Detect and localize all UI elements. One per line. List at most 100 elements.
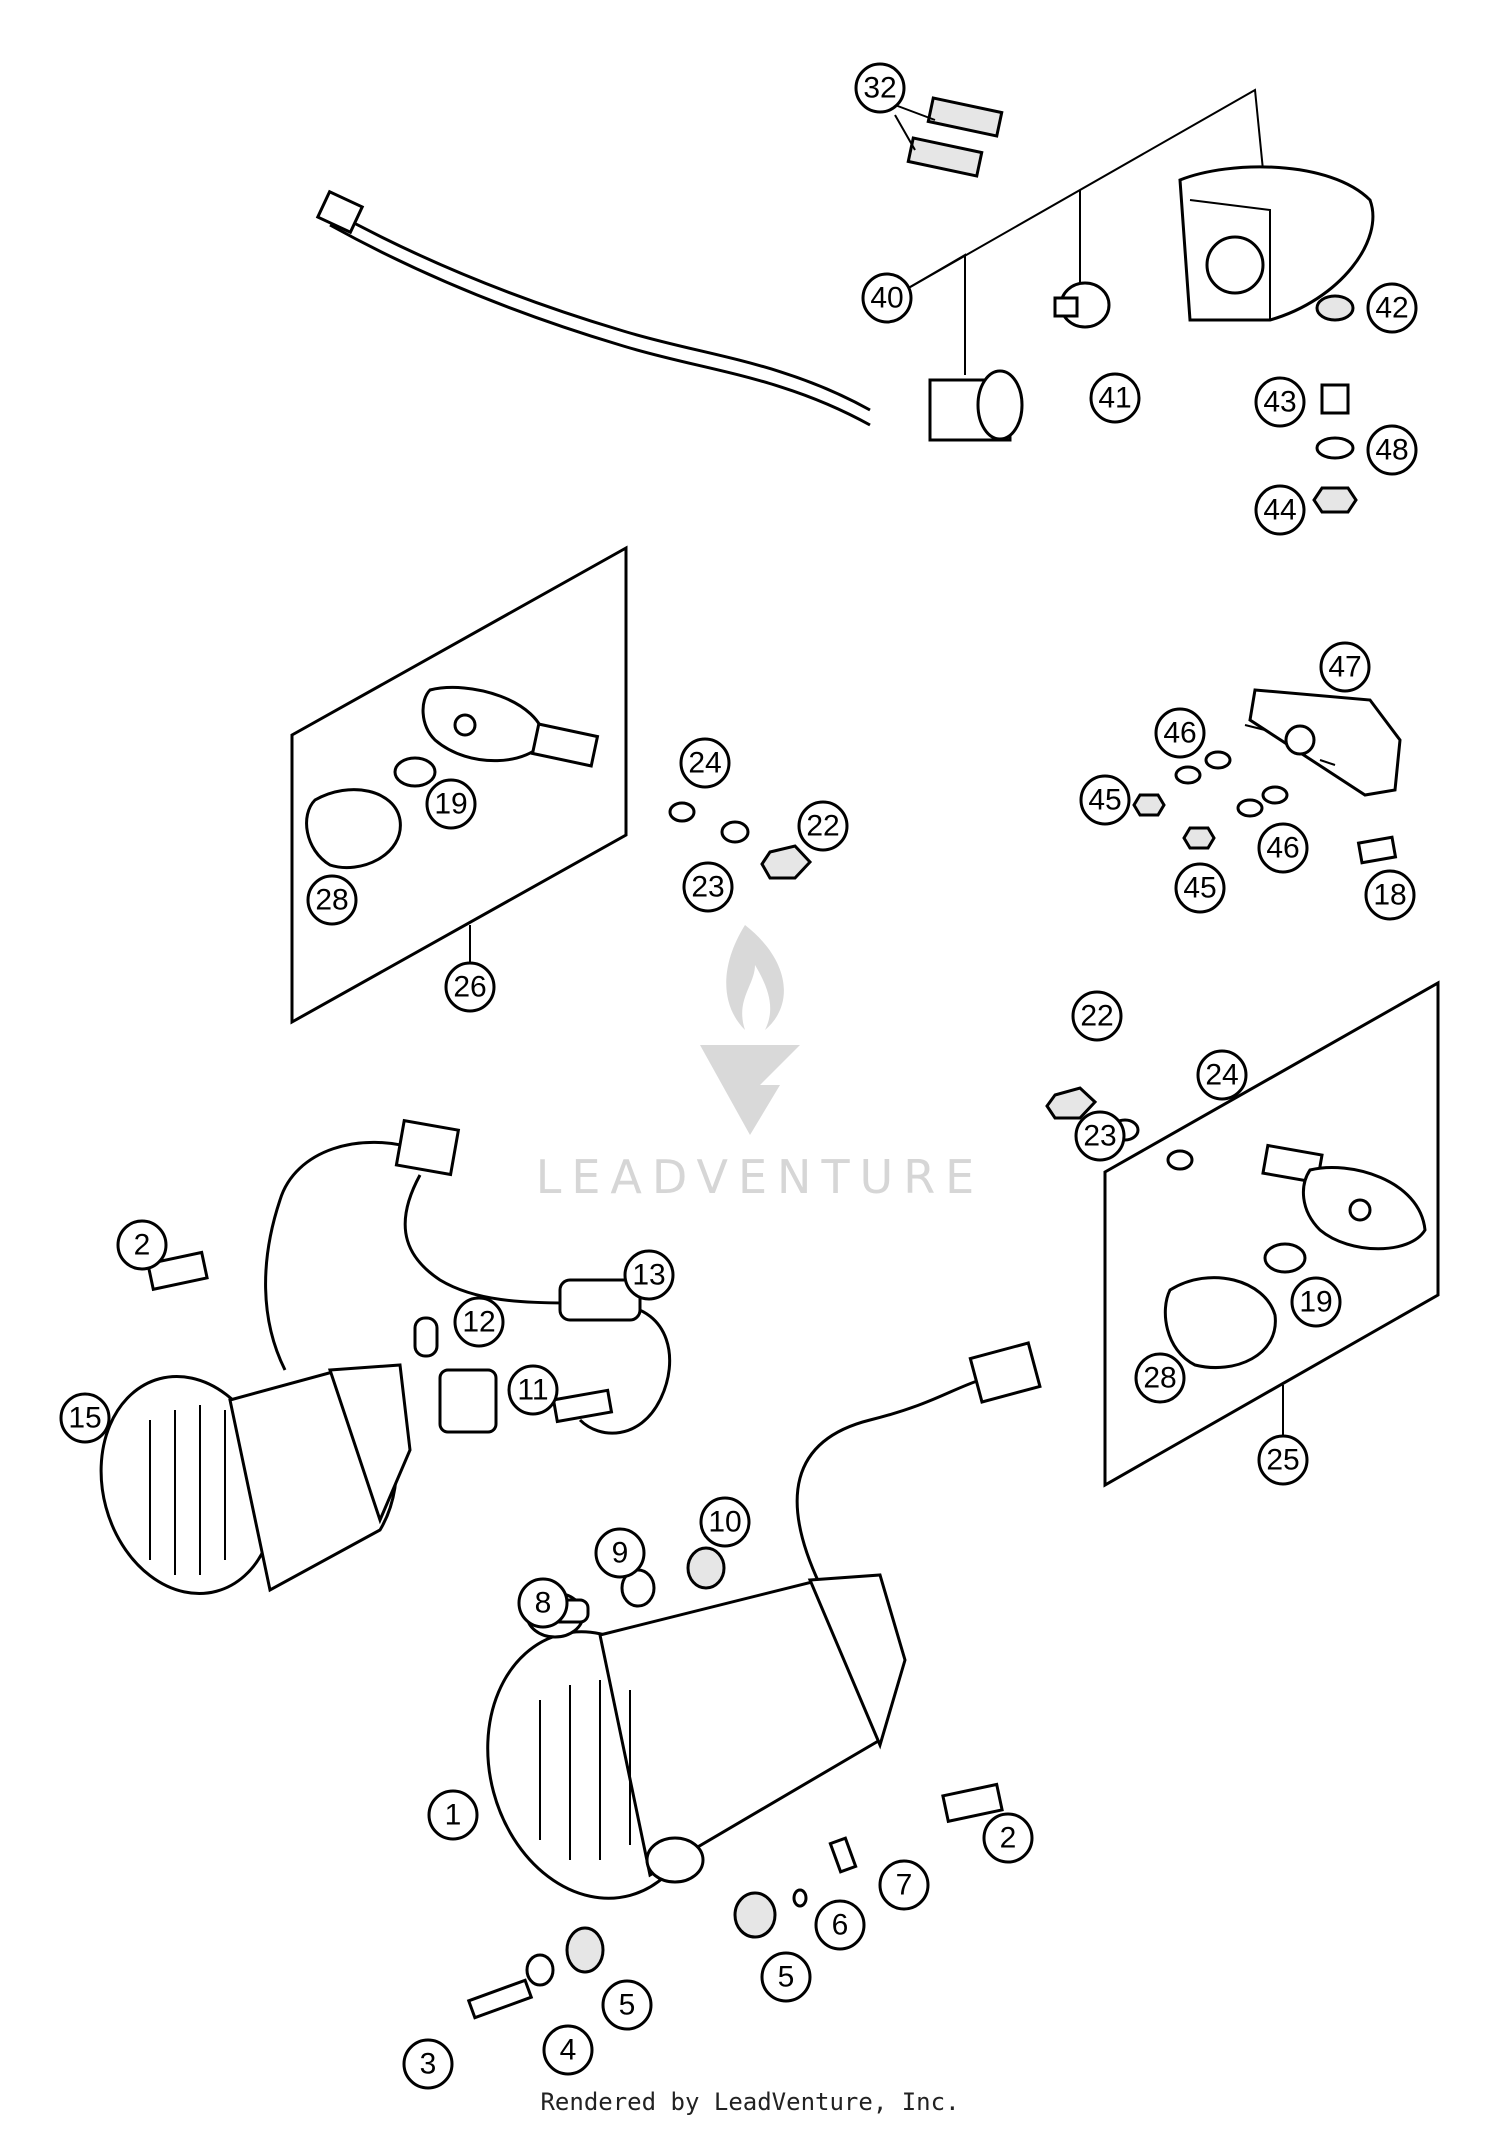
svg-text:4: 4 [560,2034,577,2067]
relay [438,1368,498,1434]
svg-text:47: 47 [1328,651,1361,684]
footer-credit: Rendered by LeadVenture, Inc. [540,2088,960,2116]
callout-8: 8 [517,1577,569,1629]
callout-46a: 46 [1154,707,1206,759]
svg-text:2: 2 [1000,1822,1017,1855]
svg-text:45: 45 [1183,872,1216,905]
callout-5a: 5 [760,1951,812,2003]
svg-text:28: 28 [1143,1362,1176,1395]
svg-text:45: 45 [1088,784,1121,817]
callout-1: 1 [427,1789,479,1841]
front-indicator-kit [290,545,813,1025]
svg-text:18: 18 [1373,879,1406,912]
svg-text:26: 26 [453,971,486,1004]
callout-2b: 2 [982,1812,1034,1864]
washer [1315,436,1355,460]
license-light-housing [1248,688,1402,797]
callout-25: 25 [1257,1434,1309,1486]
callout-28b: 28 [1134,1352,1186,1404]
svg-text:5: 5 [778,1961,795,1994]
callout-42: 42 [1366,282,1418,334]
indicator-bulb [1263,1242,1307,1274]
svg-text:2: 2 [134,1229,151,1262]
grommet [1315,294,1355,322]
callout-44: 44 [1254,484,1306,536]
callout-28a: 28 [306,874,358,926]
svg-text:12: 12 [462,1306,495,1339]
svg-text:11: 11 [517,1374,548,1407]
svg-text:22: 22 [806,810,839,843]
indicator-housing [421,685,547,763]
svg-text:15: 15 [68,1402,101,1435]
indicator-lens [305,788,402,870]
callout-4: 4 [542,2024,594,2076]
svg-text:24: 24 [1205,1059,1238,1092]
svg-text:19: 19 [434,788,467,821]
callout-19b: 19 [1290,1276,1342,1328]
callout-3: 3 [402,2038,454,2090]
callout-26: 26 [444,961,496,1013]
harness-connector [315,189,365,235]
callout-41: 41 [1089,372,1141,424]
callout-46b: 46 [1257,822,1309,874]
svg-text:1: 1 [445,1799,462,1832]
svg-text:8: 8 [535,1587,552,1620]
callout-45b: 45 [1174,862,1226,914]
callout-9: 9 [594,1527,646,1579]
callout-6: 6 [814,1899,866,1951]
svg-text:13: 13 [632,1259,665,1292]
tail-light-assembly [315,88,1375,514]
callout-24a: 24 [679,737,731,789]
callout-7: 7 [878,1859,930,1911]
svg-text:32: 32 [863,72,896,105]
watermark-text: LEADVENTURE [535,1150,985,1204]
svg-text:48: 48 [1375,434,1408,467]
rubber-boot [558,1278,642,1322]
svg-text:19: 19 [1299,1286,1332,1319]
svg-text:44: 44 [1263,494,1296,527]
svg-text:41: 41 [1098,382,1131,415]
callout-43: 43 [1254,376,1306,428]
nut [1312,486,1358,514]
parking-bulb [413,1316,439,1358]
callout-22b: 22 [1071,990,1123,1042]
watermark-logo [700,925,800,1135]
h4-bulb [146,1250,209,1292]
connector-plug [394,1118,461,1177]
callout-48: 48 [1366,424,1418,476]
connector-plug [968,1341,1042,1404]
callout-2a: 2 [116,1219,168,1271]
license-bulb [1356,835,1398,865]
h4-bulb [941,1782,1004,1824]
svg-text:3: 3 [420,2048,437,2081]
svg-text:43: 43 [1263,386,1296,419]
svg-text:46: 46 [1163,717,1196,750]
spacer [1320,383,1350,415]
callout-15: 15 [59,1392,111,1444]
svg-text:24: 24 [688,747,721,780]
svg-text:23: 23 [691,871,724,904]
callout-10: 10 [699,1496,751,1548]
callout-18: 18 [1364,869,1416,921]
callout-45a: 45 [1079,774,1131,826]
callout-23b: 23 [1074,1110,1126,1162]
svg-text:7: 7 [896,1869,913,1902]
callout-32: 32 [854,62,906,114]
svg-text:23: 23 [1083,1120,1116,1153]
indicator-bulb [393,756,437,788]
indicator-lens [1163,1276,1277,1370]
svg-text:28: 28 [315,884,348,917]
callout-24b: 24 [1196,1049,1248,1101]
rear-indicator-kit [1045,980,1440,1488]
reflector-plate [906,136,984,178]
svg-text:9: 9 [612,1537,629,1570]
callout-22a: 22 [797,800,849,852]
headlight-left-assembly [99,1118,672,1596]
svg-text:10: 10 [708,1506,741,1539]
callout-19a: 19 [425,778,477,830]
svg-text:25: 25 [1266,1444,1299,1477]
svg-text:40: 40 [870,282,903,315]
callout-23a: 23 [682,861,734,913]
callout-11: 11 [507,1364,559,1416]
